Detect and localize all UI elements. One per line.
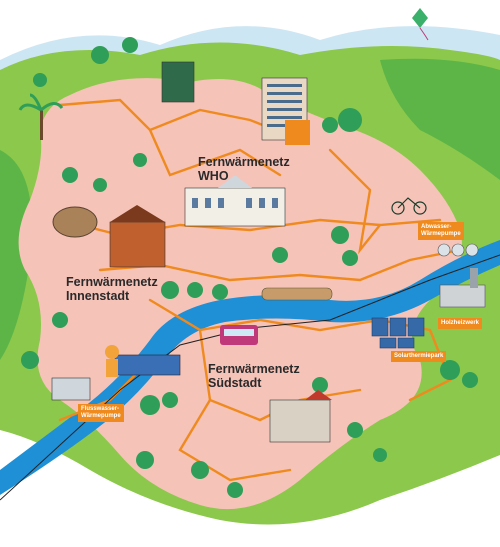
blue-hall [114,354,181,376]
wine-barrel [52,206,98,238]
bicycle-icon [391,197,427,215]
forest-patch-left [0,150,32,360]
high-rise-windows [267,84,302,127]
facility-label-holzheizwerk: Holzheizwerk [438,318,483,329]
palace-building [184,187,286,227]
wood-heating-plant [439,284,486,308]
river [0,240,500,495]
mascot-icon [105,345,119,377]
kite-icon [412,8,428,28]
forest-patch-right [380,58,500,180]
facility-label-flusswasser: Flusswasser- Wärmepumpe [78,404,124,422]
portrait-frame [161,61,195,103]
district-label-innenstadt: Fernwärmenetz Innenstadt [66,275,158,303]
solar-panel-icon [371,317,425,349]
boat-icon [261,287,333,301]
south-houses [269,399,331,443]
old-town-hall [109,221,166,268]
small-orange-building [285,120,310,145]
city-area [18,78,462,510]
facility-label-solarthermie: Solarthermiepark [391,351,447,362]
district-label-suedstadt: Fernwärmenetz Südstadt [208,362,300,390]
palm-tree-icon [18,93,64,140]
trees [21,37,478,498]
district-label-who: Fernwärmenetz WHO [198,155,290,183]
river-heat-pump-building [51,377,91,401]
facility-label-abwasser: Abwasser- Wärmepumpe [418,222,464,240]
wastewater-plant [437,243,479,257]
